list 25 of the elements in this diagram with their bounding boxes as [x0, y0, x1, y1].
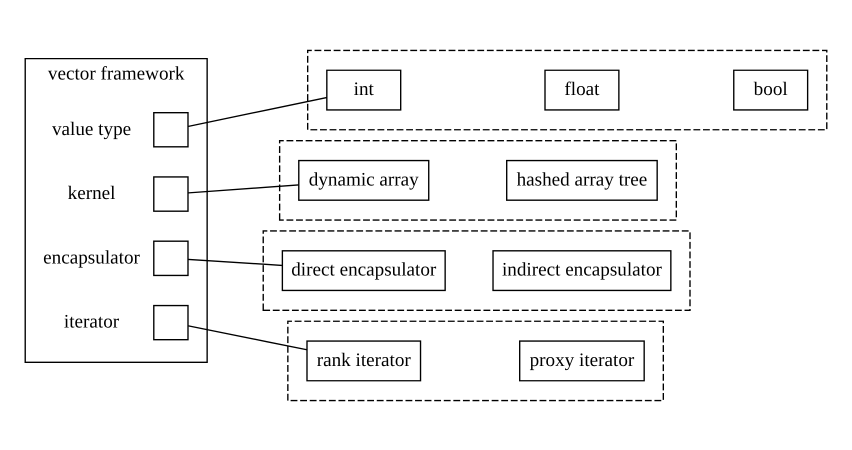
node-box: float: [544, 69, 620, 110]
cluster: [278, 140, 677, 220]
node-box: dynamic array: [298, 159, 430, 200]
node-box: int: [326, 69, 402, 110]
cluster: [287, 320, 664, 401]
node-box: [153, 176, 189, 212]
node-box: direct encapsulator: [282, 250, 446, 291]
node-box: indirect encapsulator: [492, 250, 672, 291]
node-label: encapsulator: [43, 246, 140, 268]
connector: [188, 324, 308, 350]
node-box: proxy iterator: [519, 340, 645, 381]
cluster: [307, 49, 828, 130]
connector: [188, 96, 327, 127]
node-label: kernel: [68, 182, 116, 204]
connector: [188, 258, 282, 266]
node-box: [153, 111, 189, 148]
node-label: iterator: [64, 311, 120, 332]
cluster: [262, 230, 691, 310]
node-label: value type: [52, 118, 132, 140]
node-box: rank iterator: [306, 340, 422, 381]
node-box: [153, 240, 189, 276]
node-box: [153, 304, 189, 340]
node-box: hashed array tree: [506, 159, 658, 200]
node-box: bool: [733, 69, 808, 110]
connector: [188, 184, 298, 194]
